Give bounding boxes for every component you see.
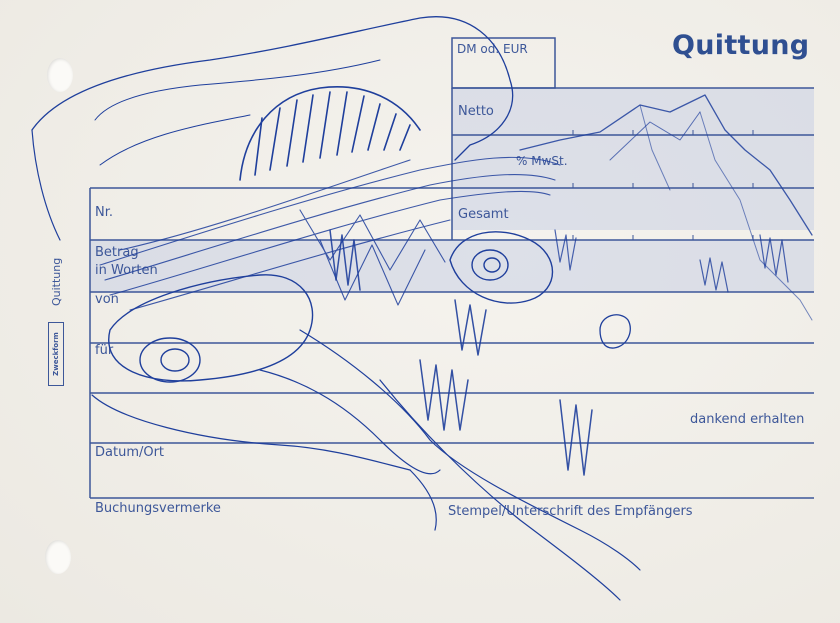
betrag-words-label: in Worten (95, 263, 158, 278)
mwst-label: % MwSt. (516, 154, 568, 168)
brand-logo: Zweckform (48, 322, 64, 386)
dankend-label: dankend erhalten (690, 412, 805, 427)
nr-label: Nr. (95, 205, 114, 220)
stempel-label: Stempel/Unterschrift des Empfängers (448, 504, 693, 519)
gesamt-label: Gesamt (458, 207, 509, 222)
dense-shading (329, 229, 593, 476)
von-label: von (95, 292, 119, 307)
netto-label: Netto (458, 104, 494, 119)
mountain-ridge (519, 94, 813, 236)
datum-label: Datum/Ort (95, 445, 165, 460)
mountain-hatching (554, 229, 789, 293)
receipt-title: Quittung (672, 30, 810, 61)
small-face (599, 314, 631, 349)
striped-dome (239, 86, 421, 181)
left-nozzle (108, 274, 314, 383)
punch-hole-bottom (45, 540, 71, 574)
punch-hole-top (47, 58, 73, 92)
currency-label: DM od. EUR (457, 42, 528, 56)
right-nozzle (449, 231, 554, 304)
lower-fin (91, 329, 641, 601)
buchung-label: Buchungsvermerke (95, 501, 221, 516)
outer-contour (31, 16, 514, 161)
amount-shade (452, 88, 814, 230)
